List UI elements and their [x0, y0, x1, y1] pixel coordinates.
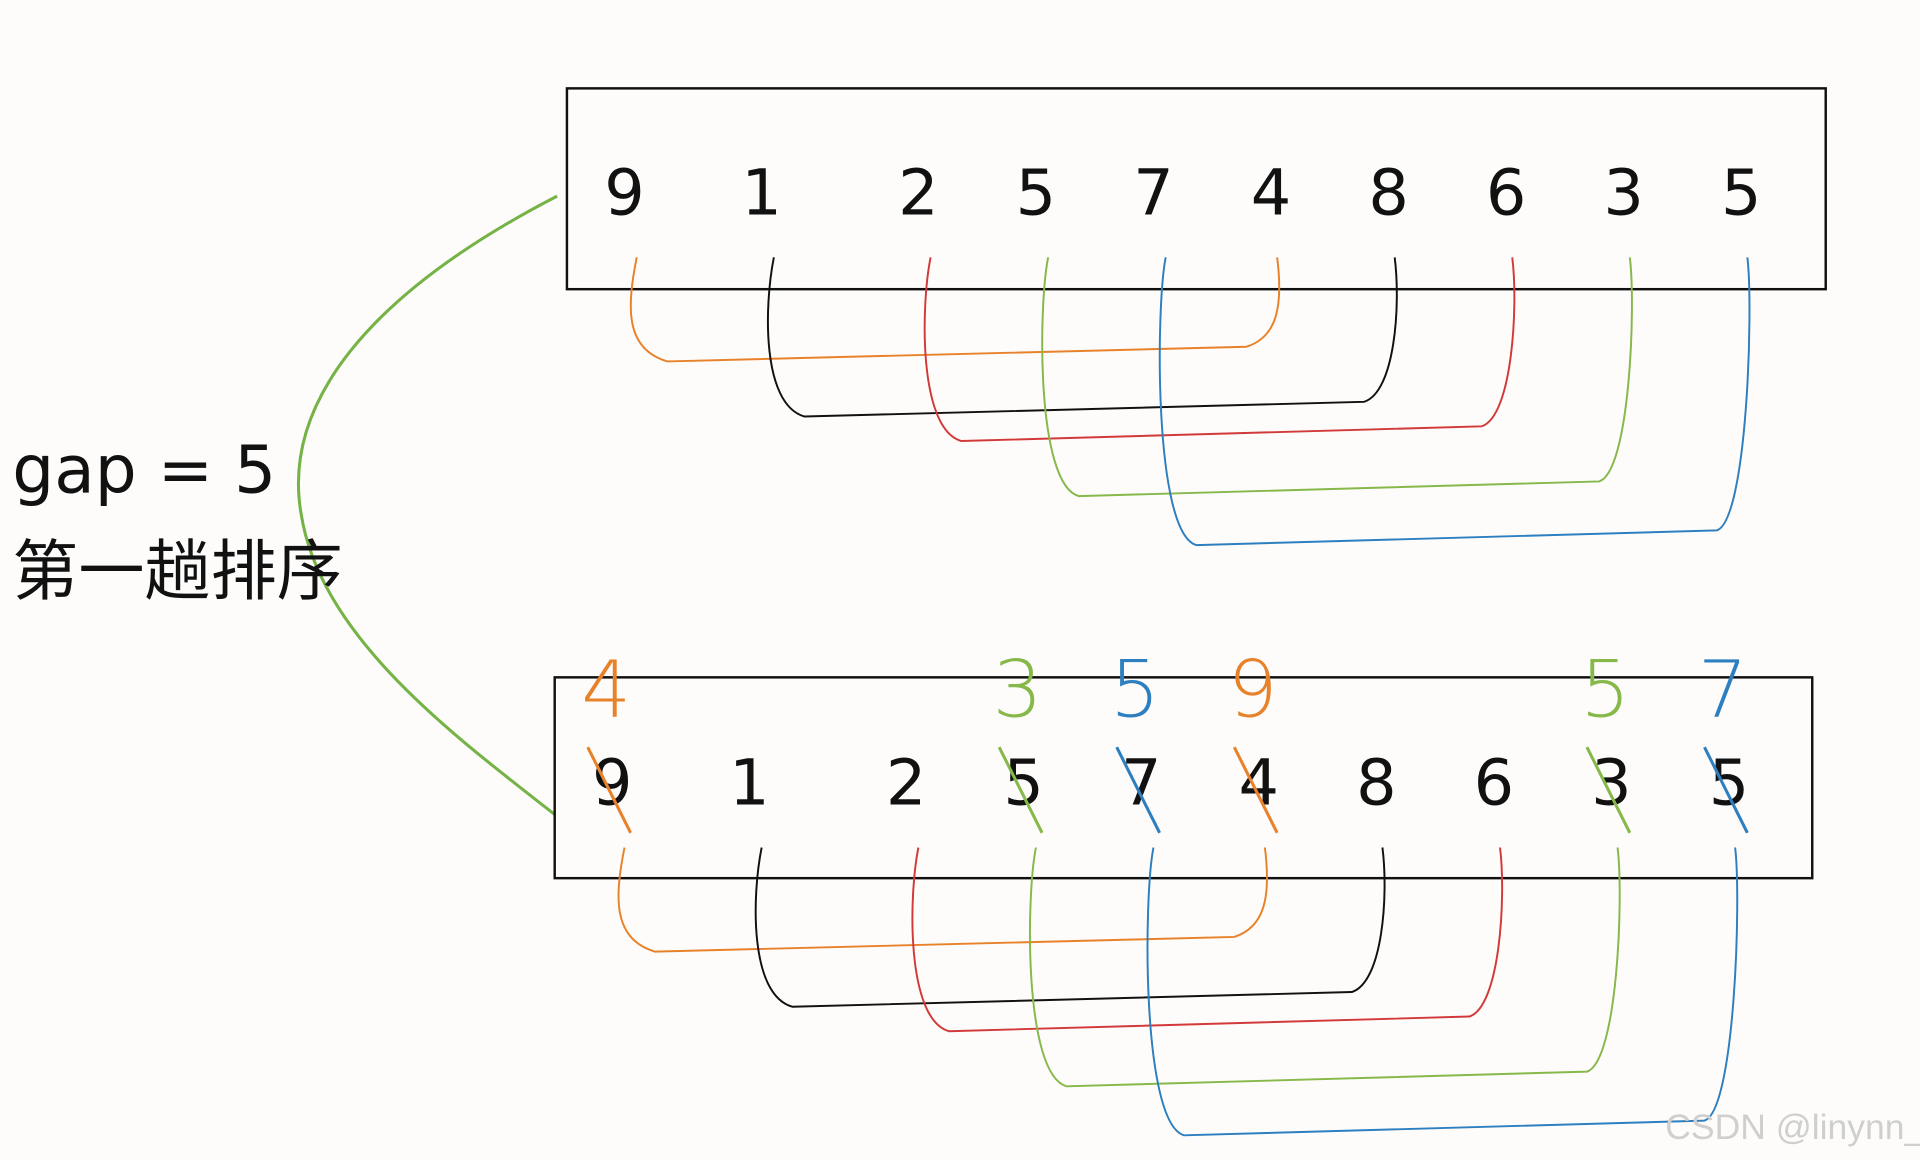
- top-array-group-link: [1041, 257, 1633, 498]
- strike-mark: [1585, 746, 1632, 834]
- top-array-digit: 1: [741, 156, 782, 230]
- strike-mark: [586, 746, 632, 834]
- watermark: CSDN @linynn_: [1665, 1107, 1920, 1147]
- bottom-array-group-link: [1146, 847, 1739, 1137]
- top-array-digit: 3: [1603, 156, 1644, 230]
- top-array-digit: 7: [1133, 156, 1174, 230]
- bottom-array-group-link: [911, 847, 1504, 1033]
- strike-mark: [1115, 746, 1161, 834]
- top-array-digit: 9: [604, 156, 645, 230]
- top-array-group-link: [923, 257, 1516, 443]
- top-array-digit: 6: [1486, 156, 1527, 230]
- top-array-digit: 5: [1016, 156, 1057, 230]
- handwritten-new-value: 9: [1228, 645, 1278, 736]
- bottom-array-digit: 8: [1356, 747, 1397, 821]
- bottom-array-digit: 6: [1474, 747, 1515, 821]
- top-array-digit: 5: [1721, 156, 1762, 230]
- bottom-array-box: [553, 676, 1814, 880]
- handwritten-new-value: 3: [993, 645, 1043, 736]
- bottom-array-digit: 9: [592, 747, 633, 821]
- bottom-array-group-link: [617, 847, 1268, 953]
- strike-mark: [1703, 746, 1749, 834]
- handwritten-new-value: 7: [1698, 645, 1748, 736]
- bottom-array-digit: 1: [729, 747, 770, 821]
- top-array-digit: 4: [1251, 156, 1292, 230]
- bottom-array-group-link: [754, 847, 1386, 1008]
- top-array-digit: 2: [898, 156, 939, 230]
- gap-label: gap = 5: [12, 431, 276, 508]
- bottom-array-group-link: [1028, 847, 1621, 1088]
- bottom-array-digit: 5: [1003, 747, 1044, 821]
- bottom-array-digit: 5: [1709, 747, 1750, 821]
- bottom-array-digit: 3: [1591, 747, 1632, 821]
- strike-mark: [1232, 746, 1279, 834]
- top-array-group-link: [766, 257, 1398, 418]
- bottom-array-digit: 2: [886, 747, 927, 821]
- top-array-group-link: [1158, 257, 1751, 547]
- pass-label: 第一趟排序: [12, 533, 343, 610]
- strike-mark: [997, 746, 1044, 834]
- top-array-box: [565, 87, 1827, 291]
- handwritten-new-value: 5: [1110, 645, 1160, 736]
- bottom-array-digit: 4: [1239, 747, 1280, 821]
- top-array-digit: 8: [1368, 156, 1409, 230]
- handwritten-new-value: 5: [1580, 645, 1630, 736]
- handwritten-new-value: 4: [581, 645, 631, 736]
- pass-connector-arc: [296, 194, 558, 816]
- top-array-group-link: [629, 257, 1281, 363]
- bottom-array-digit: 7: [1121, 747, 1162, 821]
